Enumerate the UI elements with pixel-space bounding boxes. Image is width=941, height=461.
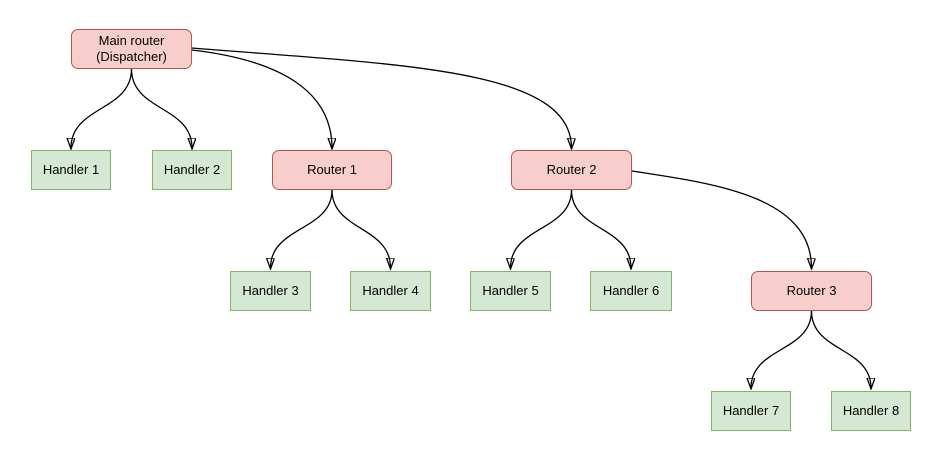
edge-router-2-to-router-3 bbox=[631, 170, 812, 268]
node-label: Router 1 bbox=[307, 161, 357, 177]
node-router-1: Router 1 bbox=[272, 150, 392, 190]
node-label: Handler 8 bbox=[842, 402, 900, 418]
node-handler-3: Handler 3 bbox=[230, 271, 311, 311]
node-label: Handler 2 bbox=[163, 161, 221, 177]
node-main-router: Main router (Dispatcher) bbox=[71, 29, 192, 69]
edge-router-1-to-handler-4 bbox=[331, 189, 391, 268]
edge-router-1-to-handler-3 bbox=[271, 189, 333, 268]
edge-main-to-router-1 bbox=[191, 49, 332, 148]
node-handler-5: Handler 5 bbox=[470, 271, 551, 311]
node-router-2: Router 2 bbox=[511, 150, 632, 190]
edge-router-3-to-handler-7 bbox=[751, 310, 813, 388]
node-label: Handler 6 bbox=[602, 282, 660, 298]
node-handler-1: Handler 1 bbox=[31, 150, 111, 190]
edge-main-to-handler-1 bbox=[71, 68, 133, 148]
node-label: Handler 4 bbox=[362, 282, 419, 298]
node-label: Handler 1 bbox=[42, 161, 100, 177]
node-handler-4: Handler 4 bbox=[350, 271, 431, 311]
edge-router-3-to-handler-8 bbox=[810, 310, 872, 388]
node-label: Router 2 bbox=[546, 161, 597, 177]
node-handler-6: Handler 6 bbox=[590, 271, 672, 311]
node-label: Handler 7 bbox=[722, 402, 780, 418]
node-handler-2: Handler 2 bbox=[152, 150, 232, 190]
node-label: Handler 5 bbox=[482, 282, 539, 298]
node-router-3: Router 3 bbox=[751, 271, 872, 311]
node-handler-8: Handler 8 bbox=[831, 391, 911, 431]
node-label: Router 3 bbox=[786, 282, 837, 298]
node-label: Main router (Dispatcher) bbox=[96, 32, 167, 64]
edge-router-2-to-handler-6 bbox=[570, 189, 632, 268]
edge-main-to-router-2 bbox=[191, 47, 572, 148]
edge-router-2-to-handler-5 bbox=[511, 189, 573, 268]
node-label: Handler 3 bbox=[242, 282, 299, 298]
edge-main-to-handler-2 bbox=[130, 68, 193, 148]
node-handler-7: Handler 7 bbox=[711, 391, 791, 431]
